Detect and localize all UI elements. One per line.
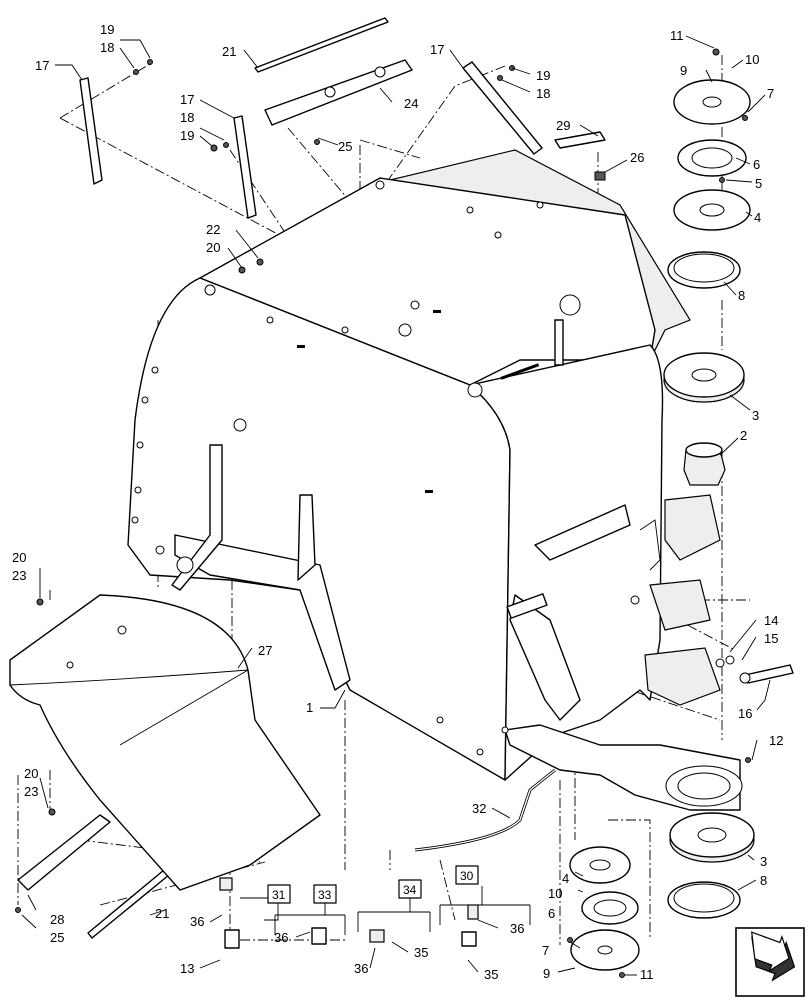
callout-32: 32: [472, 801, 486, 816]
callout-20: 20: [12, 550, 26, 565]
main-frame: [127, 149, 743, 811]
callout-6: 6: [753, 157, 760, 172]
callout-35: 35: [484, 967, 498, 982]
callout-17: 17: [430, 42, 444, 57]
callout-11: 11: [670, 28, 684, 43]
callout-36: 36: [274, 930, 288, 945]
callout-8: 8: [760, 873, 767, 888]
callout-22: 22: [206, 222, 220, 237]
callout-36: 36: [354, 961, 368, 976]
callout-15: 15: [764, 631, 778, 646]
callout-23: 23: [12, 568, 26, 583]
callout-19: 19: [100, 22, 114, 37]
callout-23: 23: [24, 784, 38, 799]
callout-5: 5: [755, 176, 762, 191]
boxed-callout-30: 30: [460, 869, 474, 883]
callout-7: 7: [767, 86, 774, 101]
callout-21: 21: [222, 44, 236, 59]
callout-17: 17: [35, 58, 49, 73]
callout-3: 3: [752, 408, 759, 423]
callout-11: 11: [640, 967, 654, 982]
callout-10: 10: [745, 52, 759, 67]
pivot-stack: [554, 79, 794, 971]
callout-28: 28: [50, 912, 64, 927]
callout-36: 36: [510, 921, 524, 936]
callout-7: 7: [542, 943, 549, 958]
callout-1: 1: [306, 700, 313, 715]
callout-9: 9: [543, 966, 550, 981]
callout-24: 24: [404, 96, 418, 111]
callout-27: 27: [258, 643, 272, 658]
callout-18: 18: [180, 110, 194, 125]
callout-4: 4: [754, 210, 761, 225]
callout-20: 20: [24, 766, 38, 781]
next-page-arrow-icon[interactable]: [735, 927, 805, 997]
callout-16: 16: [738, 706, 752, 721]
callout-2: 2: [740, 428, 747, 443]
fasteners: [15, 48, 751, 978]
callout-9: 9: [680, 63, 687, 78]
callout-6: 6: [548, 906, 555, 921]
callout-19: 19: [536, 68, 550, 83]
callout-14: 14: [764, 613, 778, 628]
callout-13: 13: [180, 961, 194, 976]
callout-25: 25: [50, 930, 64, 945]
boxed-callouts: 31 33 34 30: [267, 865, 479, 904]
callout-10: 10: [548, 886, 562, 901]
callout-3: 3: [760, 854, 767, 869]
boxed-callout-31: 31: [272, 888, 286, 902]
callout-17: 17: [180, 92, 194, 107]
callout-29: 29: [556, 118, 570, 133]
callout-20: 20: [206, 240, 220, 255]
callout-leaders: [21, 35, 771, 976]
callout-25: 25: [338, 139, 352, 154]
callout-35: 35: [414, 945, 428, 960]
callout-labels: 1 2 3 3 4 4 5 6 6 7 7 8 8 9 9 10 10 11 1…: [12, 22, 783, 982]
callout-26: 26: [630, 150, 644, 165]
callout-4: 4: [562, 871, 569, 886]
fender: [9, 594, 321, 891]
boxed-callout-34: 34: [403, 883, 417, 897]
hose-and-fittings: [219, 768, 556, 949]
callout-36: 36: [190, 914, 204, 929]
callout-8: 8: [738, 288, 745, 303]
callout-19: 19: [180, 128, 194, 143]
callout-21: 21: [155, 906, 169, 921]
callout-12: 12: [769, 733, 783, 748]
callout-18: 18: [100, 40, 114, 55]
guide-strips: [17, 17, 543, 939]
callout-18: 18: [536, 86, 550, 101]
boxed-callout-33: 33: [318, 888, 332, 902]
